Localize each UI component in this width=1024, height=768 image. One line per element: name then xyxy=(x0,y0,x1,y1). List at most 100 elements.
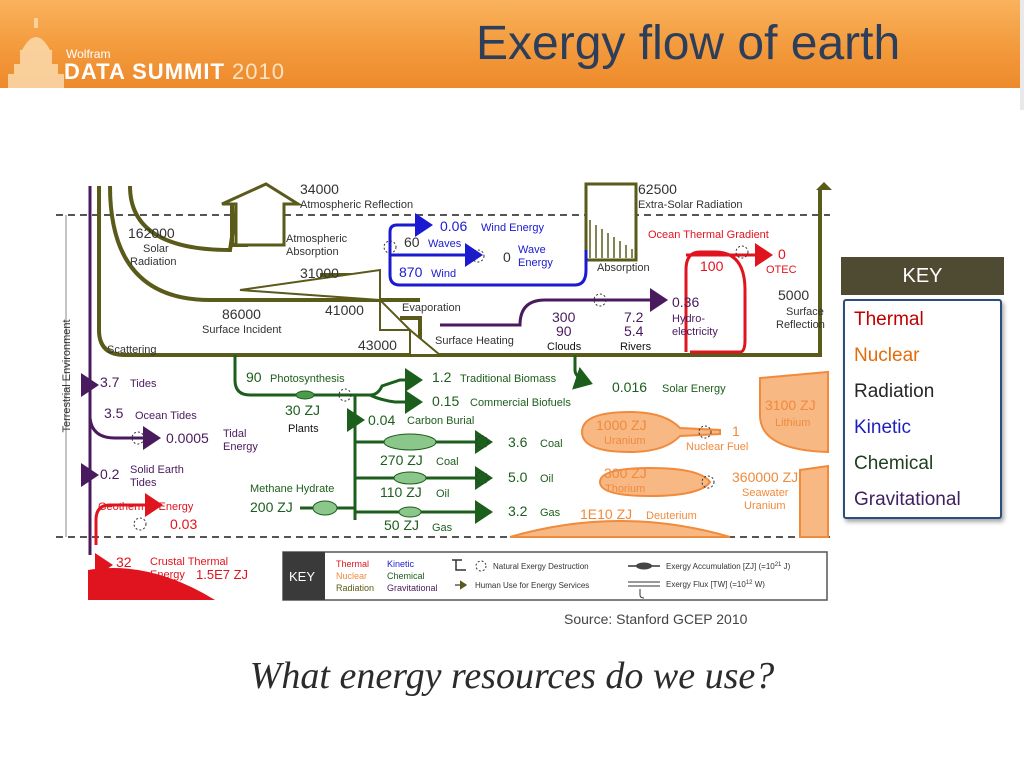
atm-reflection-value: 34000 xyxy=(300,181,339,197)
gravitational-labels: 300 90 Clouds 7.2 5.4 Rivers 0.36 Hydro-… xyxy=(100,294,718,489)
oil-use-value: 5.0 xyxy=(508,469,528,485)
key-item-gravitational: Gravitational xyxy=(854,489,961,510)
gravitational-flows xyxy=(81,186,668,555)
trad-biomass-label: Traditional Biomass xyxy=(460,373,557,385)
wind-energy-value: 0.06 xyxy=(440,218,467,234)
legend-kinetic: Kinetic xyxy=(387,559,415,569)
plants-accumulation xyxy=(295,390,315,400)
wind-energy-label: Wind Energy xyxy=(481,222,544,234)
plants-value: 30 ZJ xyxy=(285,402,320,418)
evaporation-value: 41000 xyxy=(325,302,364,318)
surface-reflection-label-2: Reflection xyxy=(776,319,825,331)
branding-small: Wolfram xyxy=(66,47,111,61)
wind-value: 870 xyxy=(399,264,423,280)
ocean-tides-value: 3.5 xyxy=(104,405,124,421)
surface-heating-label: Surface Heating xyxy=(435,335,514,347)
lithium-label: Lithium xyxy=(775,417,810,429)
question-text: What energy resources do we use? xyxy=(249,655,775,697)
destruction-circle xyxy=(735,245,749,259)
gas-accumulation xyxy=(398,506,422,518)
waves-label: Waves xyxy=(428,238,462,250)
uranium-shape xyxy=(580,410,721,454)
hydro-label-1: Hydro- xyxy=(672,313,705,325)
chemical-labels: 90 Photosynthesis 30 ZJ Plants 1.2 Tradi… xyxy=(246,369,726,534)
nuclear-fuel-label: Nuclear Fuel xyxy=(686,441,748,453)
clouds-value: 300 xyxy=(552,309,576,325)
destruction-circle xyxy=(701,475,715,489)
gas-zj-label: Gas xyxy=(432,522,453,534)
tidal-energy-label-1: Tidal xyxy=(223,428,246,440)
legend-chemical: Chemical xyxy=(387,571,425,581)
gas-use-value: 3.2 xyxy=(508,503,528,519)
legend-flux: Exergy Flux [TW] (=1012 W) xyxy=(666,580,765,589)
destruction-circle xyxy=(471,249,485,263)
ocean-thermal-label: Ocean Thermal Gradient xyxy=(648,229,769,241)
capitol-logo xyxy=(8,18,64,88)
branding-main: DATA SUMMIT 2010 xyxy=(64,59,285,85)
reflection-up-arrow xyxy=(816,182,832,190)
clouds-label: Clouds xyxy=(547,341,582,353)
solid-tides-label-2: Tides xyxy=(130,477,157,489)
key-item-radiation: Radiation xyxy=(854,381,935,402)
uranium-value: 1000 ZJ xyxy=(596,417,647,433)
seawater-value: 360000 ZJ xyxy=(732,469,798,485)
legend-nuclear: Nuclear xyxy=(336,571,367,581)
extra-solar-label: Extra-Solar Radiation xyxy=(638,199,743,211)
atm-reflection-label: Atmospheric Reflection xyxy=(300,199,413,211)
oil-accumulation xyxy=(393,471,427,485)
surface-reflection-value: 5000 xyxy=(778,287,809,303)
legend-title: KEY xyxy=(289,569,315,584)
solar-label-2: Radiation xyxy=(130,256,176,268)
ocean-tides-label: Ocean Tides xyxy=(135,410,197,422)
atm-absorption-label-1: Atmospheric xyxy=(286,233,348,245)
seawater-label-1: Seawater xyxy=(742,487,789,499)
clouds-value-2: 90 xyxy=(556,323,572,339)
deuterium-label: Deuterium xyxy=(646,510,697,522)
legend-hatch-icon xyxy=(452,559,466,571)
key-box: KEY Thermal Nuclear Radiation Kinetic Ch… xyxy=(841,257,1004,519)
legend-thermal: Thermal xyxy=(336,559,369,569)
absorption-label: Absorption xyxy=(597,262,650,274)
coal-use-label: Coal xyxy=(540,438,563,450)
destruction-circle xyxy=(383,240,397,254)
destruction-circle xyxy=(338,388,352,402)
oil-use-label: Oil xyxy=(540,473,553,485)
diagram-legend: KEY Thermal Nuclear Radiation Kinetic Ch… xyxy=(282,551,828,601)
legend-human-use: Human Use for Energy Services xyxy=(475,581,589,590)
evaporation-wedge xyxy=(379,297,413,331)
tides-label: Tides xyxy=(130,378,157,390)
source-caption: Source: Stanford GCEP 2010 xyxy=(564,611,748,627)
legend-accum-icon xyxy=(636,562,652,570)
page-title: Exergy flow of earth xyxy=(476,17,901,70)
legend-radiation: Radiation xyxy=(336,583,374,593)
destruction-circle xyxy=(133,517,147,531)
evaporation-label: Evaporation xyxy=(402,302,461,314)
solar-value: 162000 xyxy=(128,225,175,241)
uranium-label: Uranium xyxy=(604,435,646,447)
surface-incident-value: 86000 xyxy=(222,306,261,322)
absorption-wedge xyxy=(239,268,381,302)
methane-accumulation xyxy=(312,500,338,516)
heating-wedge xyxy=(409,327,443,356)
legend-accumulation: Exergy Accumulation [ZJ] (=1021 J) xyxy=(666,562,791,571)
legend-accumulation-exp: 21 xyxy=(775,562,782,568)
thermal-labels: Ocean Thermal Gradient 100 0 OTEC Geothe… xyxy=(98,229,797,582)
scattering-label: Scattering xyxy=(107,344,157,356)
tides-value: 3.7 xyxy=(100,374,120,390)
key-list: Thermal Nuclear Radiation Kinetic Chemic… xyxy=(843,299,1002,519)
ocean-thermal-value: 100 xyxy=(700,258,724,274)
thorium-shape xyxy=(598,466,712,498)
otec-label: OTEC xyxy=(766,264,797,276)
legend-flux-exp: 12 xyxy=(746,580,753,586)
header-edge xyxy=(1020,0,1024,110)
tidal-energy-value: 0.0005 xyxy=(166,430,209,446)
surface-reflection-label-1: Surface xyxy=(786,306,824,318)
key-item-thermal: Thermal xyxy=(854,309,924,330)
methane-label: Methane Hydrate xyxy=(250,483,334,495)
reflection-arrow xyxy=(221,182,304,247)
nuclear-fuel-value: 1 xyxy=(732,423,740,439)
oil-zj-label: Oil xyxy=(436,488,449,500)
legend-key-box xyxy=(283,552,325,600)
nuclear-labels: 1000 ZJ Uranium 1 Nuclear Fuel 3100 ZJ L… xyxy=(580,397,816,522)
coal-zj-value: 270 ZJ xyxy=(380,452,423,468)
